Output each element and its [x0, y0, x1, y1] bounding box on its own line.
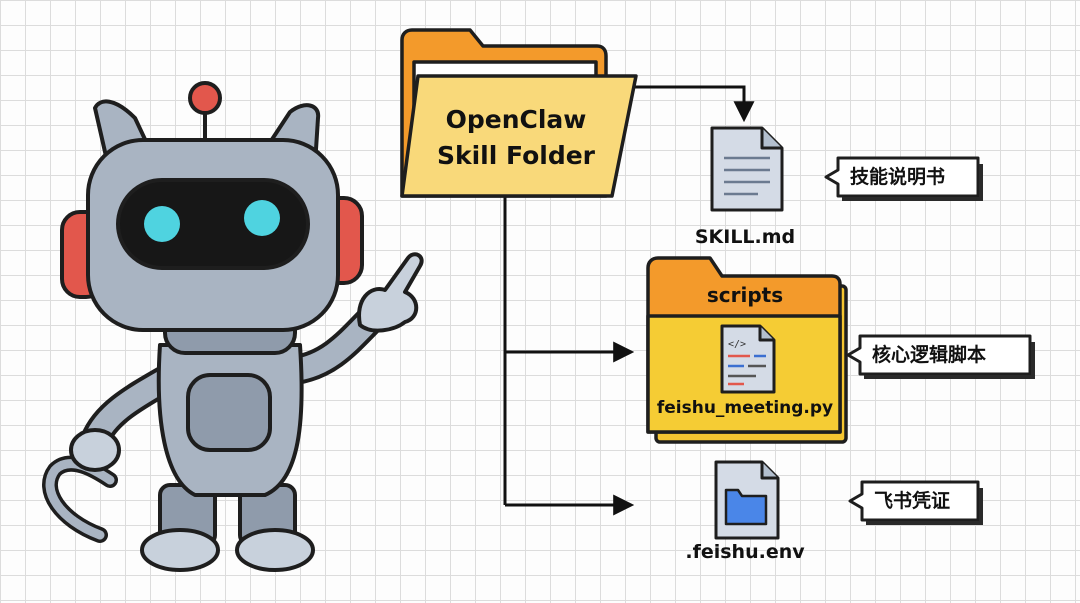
robot-left-eye	[144, 206, 180, 242]
robot-right-eye	[244, 200, 280, 236]
connectors	[503, 85, 755, 516]
robot-antenna-ball	[188, 81, 222, 115]
root-folder-title: OpenClaw Skill Folder	[416, 102, 616, 174]
scripts-folder-name: scripts	[706, 283, 784, 307]
callout-scripts-text: 核心逻辑脚本	[872, 344, 987, 366]
svg-text:</>: </>	[728, 339, 746, 350]
env-file-icon	[714, 460, 780, 540]
robot-right-foot	[235, 528, 315, 572]
document-icon	[710, 126, 784, 212]
root-folder-title-line1: OpenClaw	[445, 105, 587, 134]
feishu-meeting-filename: feishu_meeting.py	[656, 398, 834, 418]
env-filename: .feishu.env	[685, 541, 805, 563]
root-folder-title-line2: Skill Folder	[436, 141, 596, 170]
callout-bubble-env	[848, 480, 980, 522]
robot-cat-mascot	[42, 81, 424, 572]
robot-belly-panel	[186, 373, 272, 452]
callout-skill-md-text: 技能说明书	[850, 166, 946, 188]
callout-env-text: 飞书凭证	[874, 490, 951, 512]
skill-md-filename: SKILL.md	[694, 226, 796, 248]
connector-to-skill-md	[635, 85, 755, 123]
robot-pointing-hand	[357, 252, 424, 333]
callout-bubble-scripts	[846, 334, 1032, 376]
root-folder-icon	[400, 28, 638, 198]
code-file-icon: </>	[720, 324, 776, 394]
robot-left-foot	[140, 528, 220, 572]
callout-bubble-skill-md	[824, 156, 980, 198]
